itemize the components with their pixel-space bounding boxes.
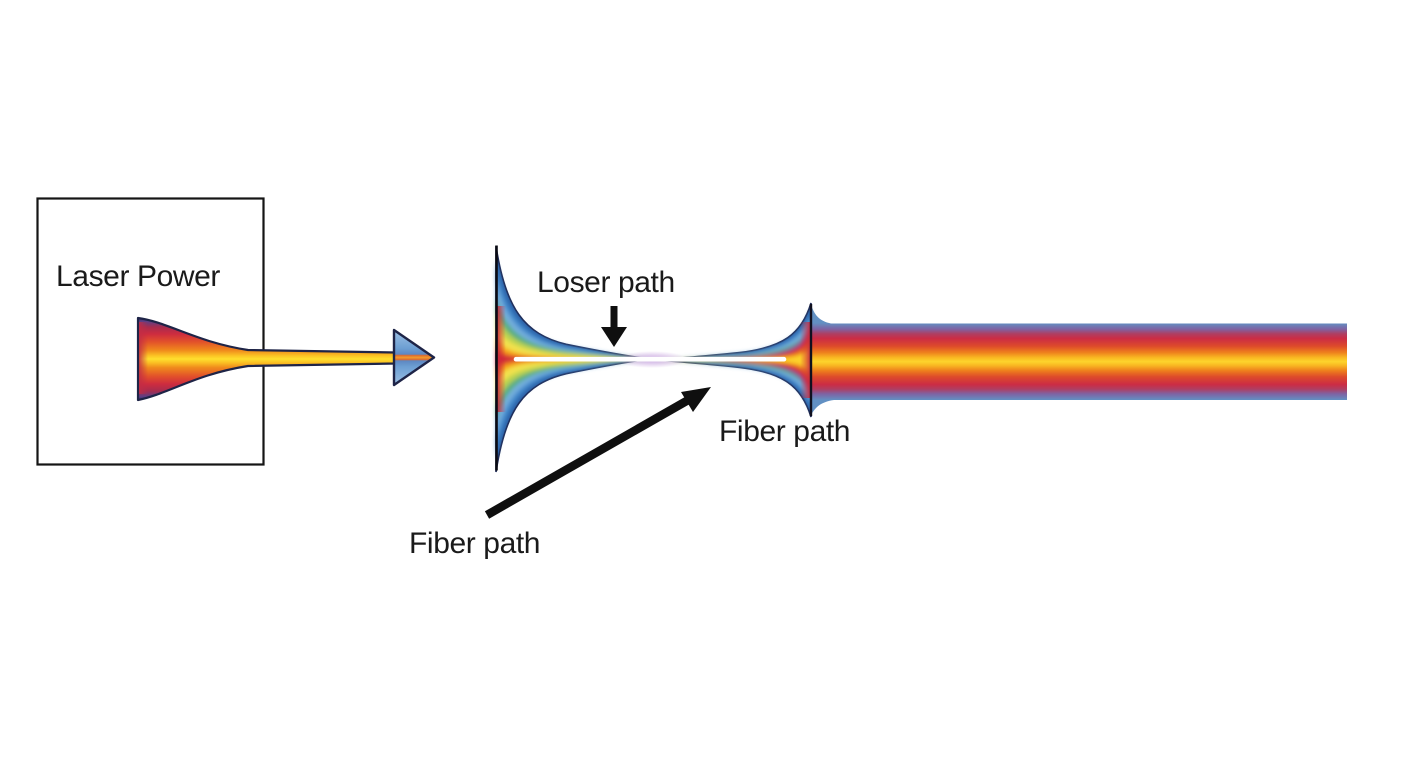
input-mouth-glow [496,306,506,412]
loser-path-label: Loser path [537,266,675,299]
output-mouth-glow [800,322,810,398]
fiber-path-arrow-icon [484,387,711,519]
laser-beam-mouth-glow [139,322,148,394]
fiber-path-lower-label: Fiber path [409,527,541,560]
loser-path-arrow-icon [601,306,627,347]
beam-arrowhead-icon [392,328,436,387]
fiber-path-upper-label: Fiber path [719,415,851,448]
laser-power-label: Laser Power [56,260,221,293]
laser-power-box [36,197,265,466]
fiber-collar [811,305,834,415]
laser-beam-horn [136,316,398,402]
fiber-beam-bar [831,323,1347,400]
